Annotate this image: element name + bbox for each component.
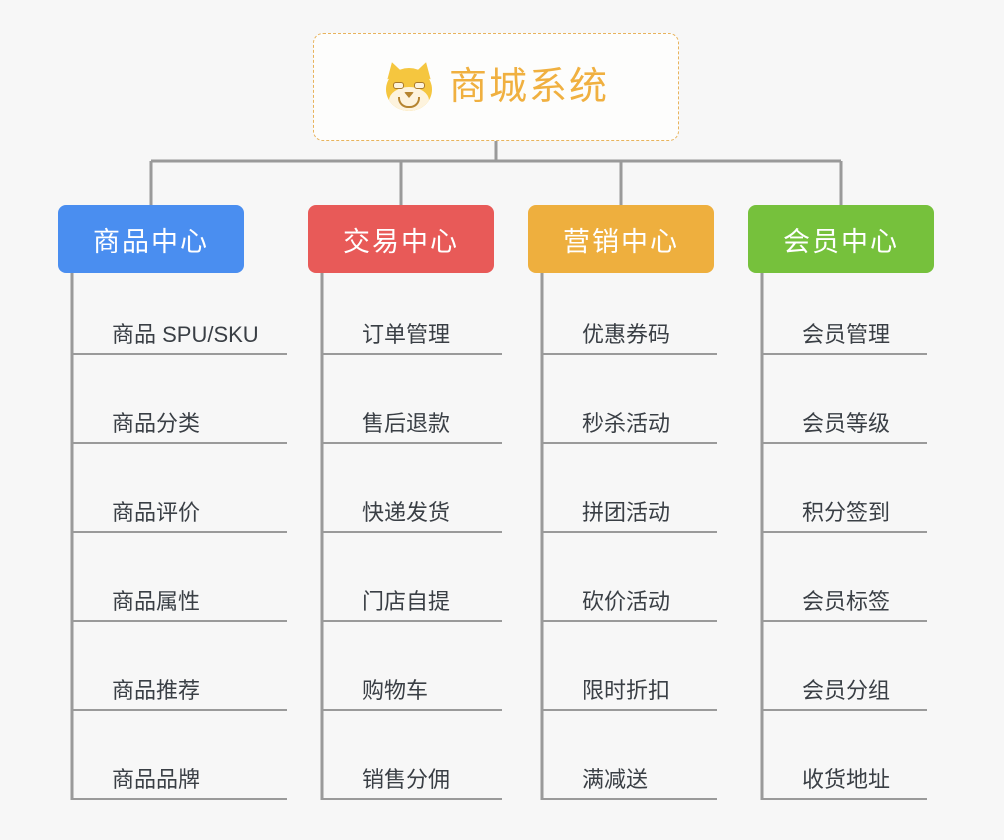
leaf-item[interactable]: 商品推荐 [72, 675, 287, 711]
root-title: 商城系统 [448, 66, 609, 108]
leaf-item-label: 商品分类 [112, 411, 201, 436]
leaf-item-label: 积分签到 [802, 500, 891, 525]
leaf-item[interactable]: 积分签到 [762, 497, 927, 533]
leaf-item[interactable]: 商品分类 [72, 408, 287, 444]
leaf-item[interactable]: 会员标签 [762, 586, 927, 622]
leaf-item-label: 限时折扣 [582, 678, 671, 703]
leaf-item[interactable]: 满减送 [542, 764, 717, 800]
leaf-item-label: 会员分组 [802, 678, 891, 703]
leaf-item-label: 快递发货 [362, 500, 451, 525]
category-header-label: 交易中心 [343, 226, 459, 257]
leaf-item[interactable]: 会员分组 [762, 675, 927, 711]
leaf-item-label: 会员等级 [802, 411, 891, 436]
leaf-item[interactable]: 快递发货 [322, 497, 502, 533]
leaf-item-label: 销售分佣 [362, 767, 451, 792]
leaf-item-label: 购物车 [362, 678, 429, 703]
leaf-item[interactable]: 商品属性 [72, 586, 287, 622]
leaf-item-label: 商品推荐 [112, 678, 201, 703]
leaf-item-label: 售后退款 [362, 411, 451, 436]
leaf-item-label: 满减送 [582, 767, 649, 792]
leaf-item-label: 商品 SPU/SKU [112, 322, 259, 347]
leaf-item[interactable]: 收货地址 [762, 764, 927, 800]
leaf-item[interactable]: 销售分佣 [322, 764, 502, 800]
leaf-item[interactable]: 商品 SPU/SKU [72, 319, 287, 355]
leaf-item[interactable]: 订单管理 [322, 319, 502, 355]
leaf-item-label: 会员标签 [802, 589, 891, 614]
category-header-1[interactable]: 商品中心 [58, 205, 244, 273]
leaf-item-label: 商品品牌 [112, 767, 201, 792]
category-header-label: 营销中心 [563, 226, 679, 257]
category-header-label: 商品中心 [93, 226, 209, 257]
leaf-item[interactable]: 门店自提 [322, 586, 502, 622]
root-node[interactable]: 商城系统 [313, 33, 679, 141]
leaf-item[interactable]: 会员等级 [762, 408, 927, 444]
leaf-item[interactable]: 限时折扣 [542, 675, 717, 711]
category-header-label: 会员中心 [783, 226, 899, 257]
leaf-item-label: 门店自提 [362, 589, 451, 614]
category-header-2[interactable]: 交易中心 [308, 205, 494, 273]
leaf-item[interactable]: 商品评价 [72, 497, 287, 533]
shiba-dog-face-icon [383, 59, 435, 112]
leaf-item[interactable]: 优惠券码 [542, 319, 717, 355]
leaf-item[interactable]: 商品品牌 [72, 764, 287, 800]
leaf-item[interactable]: 购物车 [322, 675, 502, 711]
category-header-4[interactable]: 会员中心 [748, 205, 934, 273]
leaf-item[interactable]: 售后退款 [322, 408, 502, 444]
leaf-item-label: 砍价活动 [582, 589, 671, 614]
leaf-item[interactable]: 拼团活动 [542, 497, 717, 533]
leaf-item[interactable]: 秒杀活动 [542, 408, 717, 444]
leaf-item-label: 拼团活动 [582, 500, 671, 525]
leaf-item-label: 秒杀活动 [582, 411, 671, 436]
leaf-item-label: 会员管理 [802, 322, 891, 347]
leaf-item-label: 商品评价 [112, 500, 201, 525]
leaf-item[interactable]: 会员管理 [762, 319, 927, 355]
leaf-item-label: 收货地址 [802, 767, 891, 792]
leaf-item-label: 订单管理 [362, 322, 451, 347]
leaf-item-label: 商品属性 [112, 589, 201, 614]
category-header-3[interactable]: 营销中心 [528, 205, 714, 273]
leaf-item-label: 优惠券码 [582, 322, 671, 347]
leaf-item[interactable]: 砍价活动 [542, 586, 717, 622]
